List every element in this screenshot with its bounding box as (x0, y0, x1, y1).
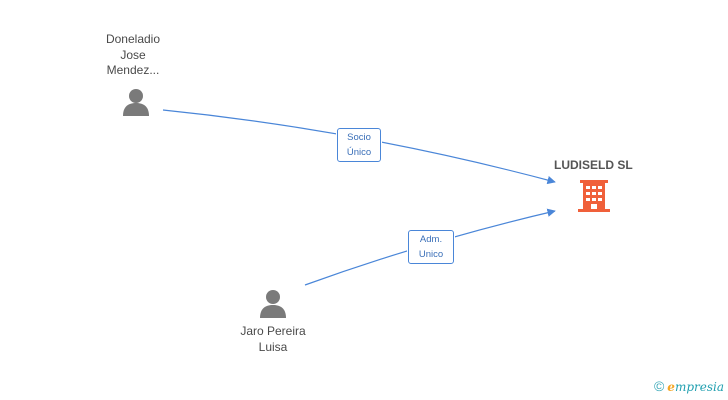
company-name[interactable]: LUDISELD SL (554, 158, 633, 172)
edge-label-adm-unico: Adm. Unico (408, 230, 454, 264)
edge-label-socio-unico: Socio Único (337, 128, 381, 162)
copyright-icon: © (653, 378, 665, 394)
person-name-jaro[interactable]: Jaro Pereira Luisa (240, 324, 306, 354)
building-icon[interactable] (578, 180, 610, 212)
brand-logo: ©empresia (653, 378, 724, 394)
person-icon[interactable] (123, 89, 149, 116)
person-icon[interactable] (260, 290, 286, 318)
person-name-doneladio[interactable]: Doneladio Jose Mendez... (105, 32, 161, 77)
